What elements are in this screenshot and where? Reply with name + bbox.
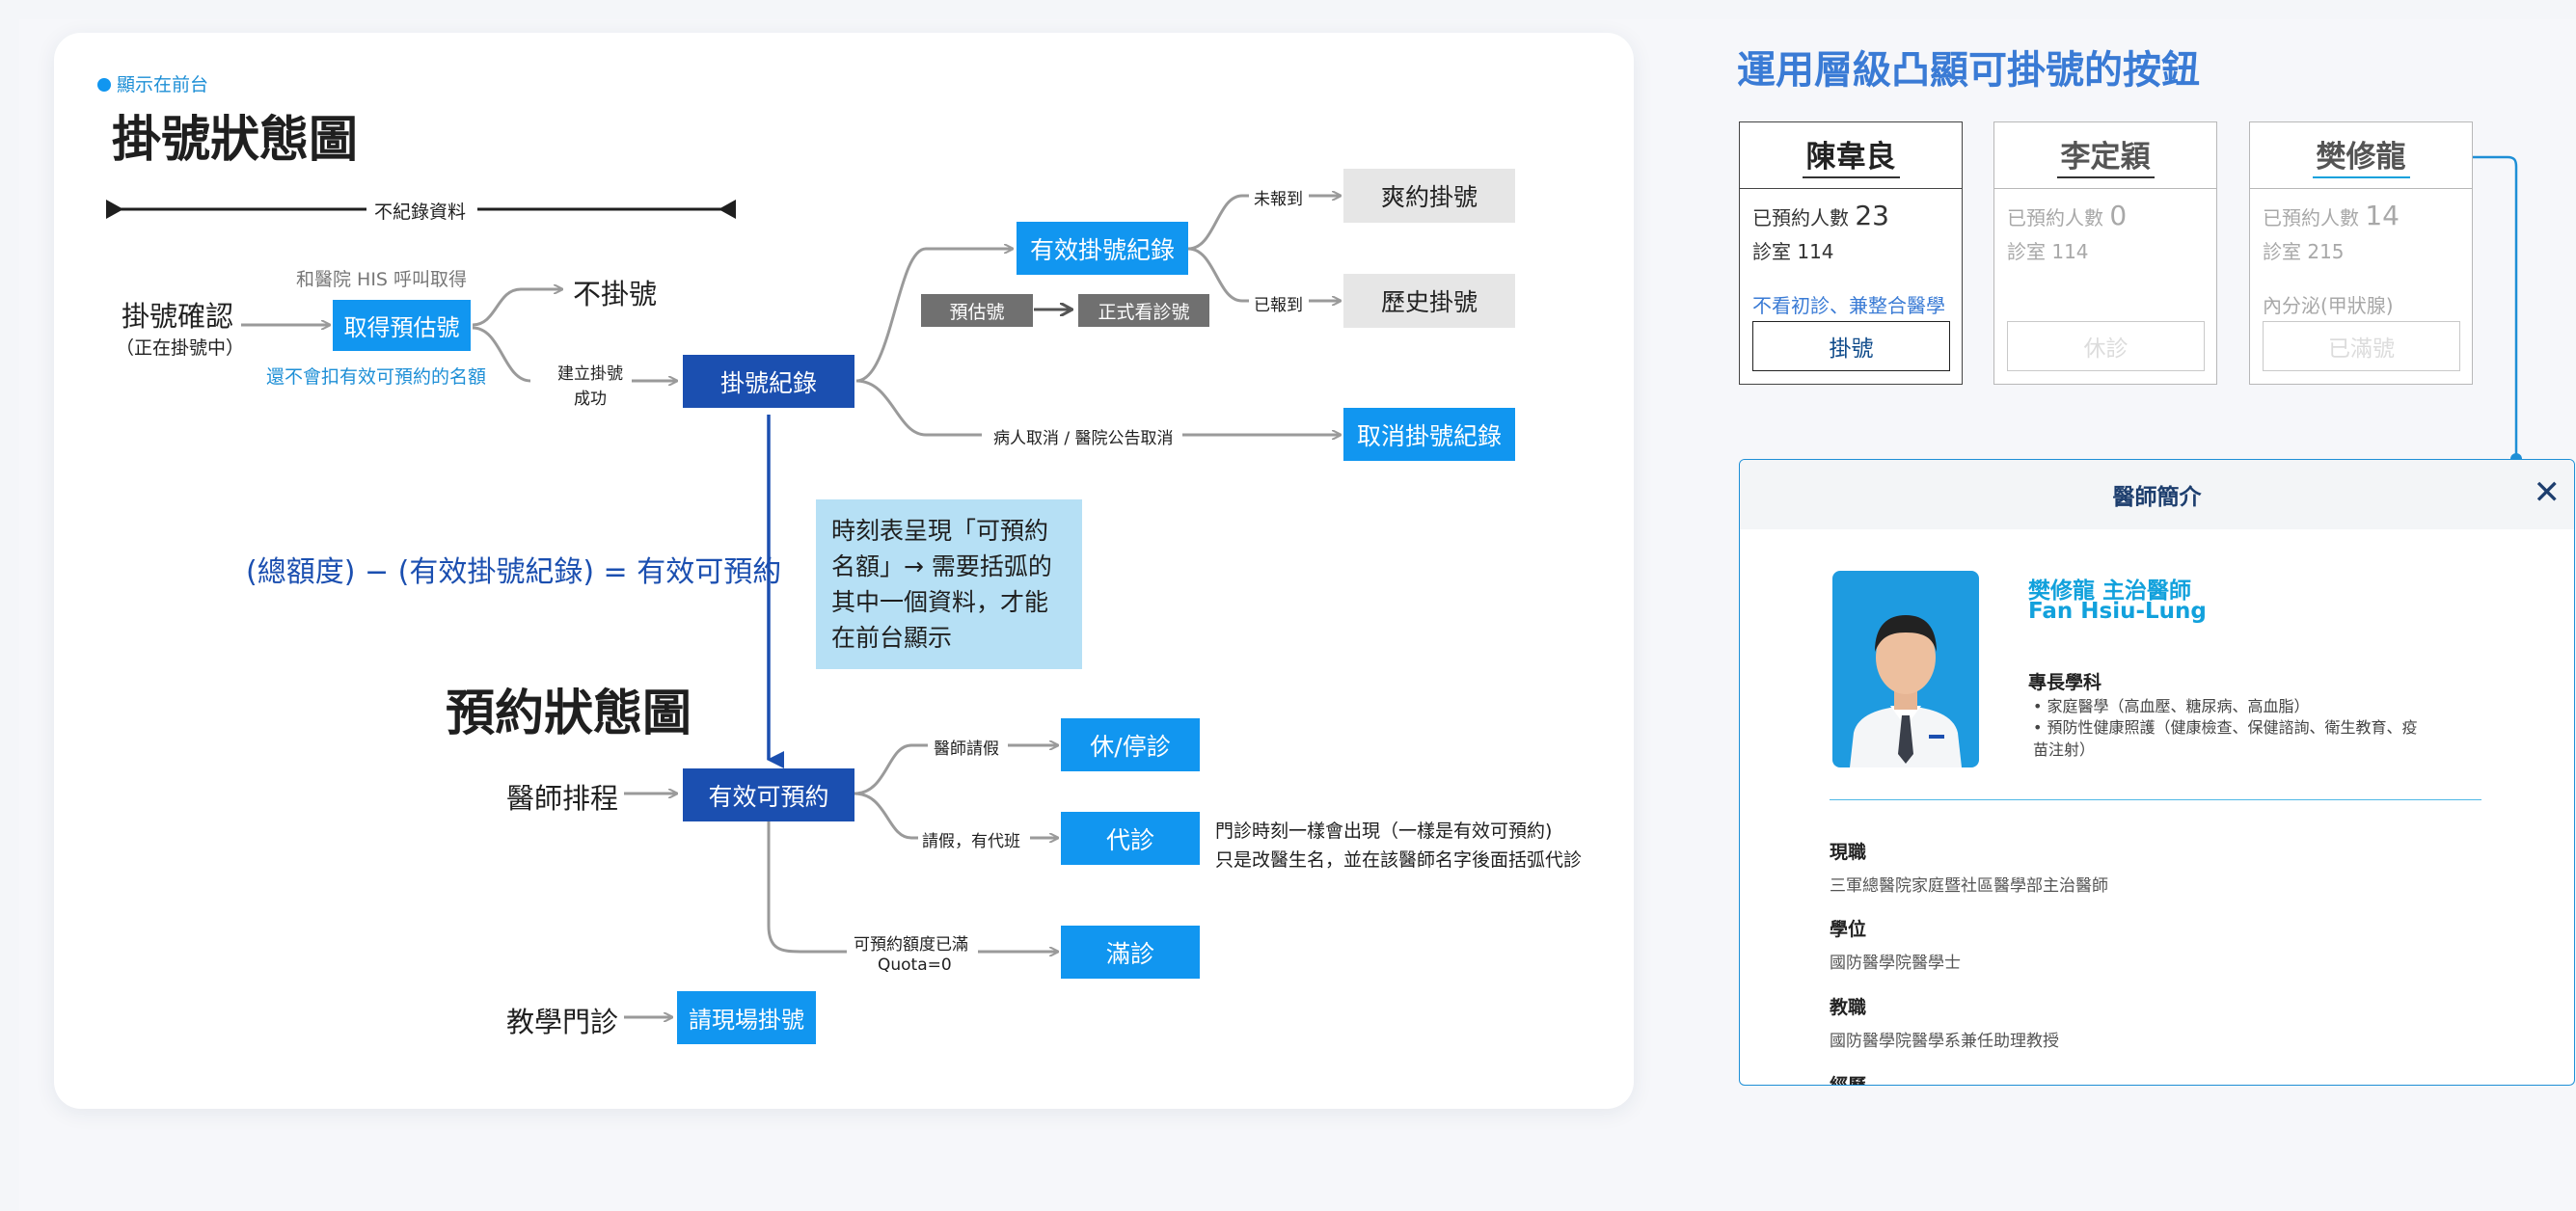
experience-title: 經歷: [1830, 1071, 1866, 1086]
history-registration-box: 歷史掛號: [1343, 274, 1515, 328]
room-label: 診室 114: [1752, 236, 1834, 264]
room-label: 診室 114: [2007, 236, 2089, 264]
specialty-item: • 家庭醫學（高血壓、糖尿病、高血脂）: [2033, 693, 2310, 716]
substitute-note-2: 只是改醫生名，並在該醫師名字後面括弧代診: [1215, 846, 1582, 872]
doctor-card-fan: 樊修龍 已預約人數 14 診室 215 內分泌(甲狀腺) 已滿號: [2249, 121, 2473, 385]
doctor-name-en: Fan Hsiu-Lung: [2028, 599, 2207, 624]
registration-record-box: 掛號紀錄: [683, 355, 854, 408]
profile-divider: [1830, 799, 2481, 800]
close-icon[interactable]: ✕: [2534, 471, 2562, 514]
doctor-leave-label: 醫師請假: [934, 735, 999, 759]
registration-in-progress-label: （正在掛號中）: [116, 334, 244, 360]
get-estimate-box: 取得預估號: [333, 300, 471, 351]
booked-count-row: 已預約人數 23: [1752, 200, 1889, 231]
registration-confirm-label: 掛號確認: [122, 294, 233, 335]
full-button[interactable]: 已滿號: [2263, 321, 2460, 371]
doctor-extra-note: 不看初診、兼整合醫學: [1752, 290, 1945, 318]
no-record-label: 不紀錄資料: [374, 198, 466, 224]
degree-section: 學位 國防醫學院醫學士: [1830, 915, 1961, 973]
booked-count: 0: [2109, 200, 2127, 231]
closed-button[interactable]: 休診: [2007, 321, 2205, 371]
doctor-schedule-label: 醫師排程: [506, 776, 618, 817]
doctor-name[interactable]: 李定穎: [2057, 132, 2155, 178]
valid-booking-box: 有效可預約: [683, 768, 854, 821]
front-display-indicator: 顯示在前台: [97, 70, 208, 96]
formula-text: (總額度) − (有效掛號紀錄) = 有效可預約: [246, 548, 781, 590]
doctor-photo: [1832, 571, 1979, 767]
doctor-profile-panel: 醫師簡介 ✕ 樊修龍 主治醫師 Fan Hsiu-Lung 專長學科 • 家庭醫…: [1739, 459, 2575, 1086]
build-success-label-1: 建立掛號: [557, 360, 623, 384]
right-section-title: 運用層級凸顯可掛號的按鈕: [1737, 39, 2200, 94]
doctor-card-header: 李定穎: [1994, 122, 2216, 189]
quota-full-label-1: 可預約額度已滿: [854, 930, 968, 955]
onsite-registration-box: 請現場掛號: [677, 991, 816, 1044]
doctor-name[interactable]: 陳韋良: [1803, 132, 1900, 178]
quota-full-label-2: Quota=0: [878, 955, 952, 975]
room-label: 診室 215: [2263, 236, 2345, 264]
booking-status-title: 預約狀態圖: [446, 673, 691, 744]
teaching-section: 教職 國防醫學院醫學系兼任助理教授: [1830, 993, 2059, 1051]
substitute-box: 代診: [1061, 812, 1200, 865]
estimate-number-box: 預估號: [921, 294, 1033, 327]
leave-with-substitute-label: 請假，有代班: [922, 827, 1020, 851]
arrived-label: 已報到: [1254, 291, 1303, 315]
doctor-card-header: 陳韋良: [1740, 122, 1962, 189]
profile-header: 醫師簡介 ✕: [1740, 460, 2574, 529]
current-position-section: 現職 三軍總醫院家庭暨社區醫學部主治醫師: [1830, 838, 2108, 896]
doctor-card-chen: 陳韋良 已預約人數 23 診室 114 不看初診、兼整合醫學 掛號: [1739, 121, 1963, 385]
teaching-clinic-label: 教學門診: [506, 1000, 618, 1040]
build-success-label-2: 成功: [574, 385, 607, 409]
doctor-card-li: 李定穎 已預約人數 0 診室 114 休診: [1993, 121, 2217, 385]
booked-count: 14: [2365, 200, 2400, 231]
doctor-card-header: 樊修龍: [2250, 122, 2472, 189]
missed-registration-box: 爽約掛號: [1343, 169, 1515, 223]
no-deduct-note: 還不會扣有效可預約的名額: [266, 363, 486, 389]
no-register-label: 不掛號: [573, 272, 657, 312]
booked-count-row: 已預約人數 14: [2263, 200, 2400, 231]
doctor-name-link[interactable]: 樊修龍: [2313, 132, 2410, 178]
profile-header-title: 醫師簡介: [2113, 478, 2202, 511]
schedule-note: 時刻表呈現「可預約名額」→ 需要括弧的其中一個資料，才能在前台顯示: [816, 499, 1082, 669]
register-button[interactable]: 掛號: [1752, 321, 1950, 371]
specialty-item: • 預防性健康照護（健康檢查、保健諮詢、衛生教育、疫苗注射）: [2033, 716, 2428, 761]
booked-count: 23: [1855, 200, 1889, 231]
booked-count-row: 已預約人數 0: [2007, 200, 2127, 231]
stop-clinic-box: 休/停診: [1061, 718, 1200, 771]
not-arrived-label: 未報到: [1254, 185, 1303, 209]
cancel-record-box: 取消掛號紀錄: [1343, 408, 1515, 461]
official-number-box: 正式看診號: [1078, 294, 1209, 327]
specialty-title: 專長學科: [2028, 668, 2101, 694]
full-clinic-box: 滿診: [1061, 926, 1200, 979]
registration-status-title: 掛號狀態圖: [112, 99, 358, 171]
substitute-note-1: 門診時刻一樣會出現（一樣是有效可預約): [1215, 817, 1552, 843]
valid-record-box: 有效掛號紀錄: [1017, 222, 1188, 275]
status-dot-icon: [97, 78, 111, 92]
his-call-note: 和醫院 HIS 呼叫取得: [296, 265, 467, 291]
doctor-extra-note: 內分泌(甲狀腺): [2263, 290, 2394, 318]
cancel-reason-label: 病人取消 / 醫院公告取消: [993, 424, 1174, 448]
